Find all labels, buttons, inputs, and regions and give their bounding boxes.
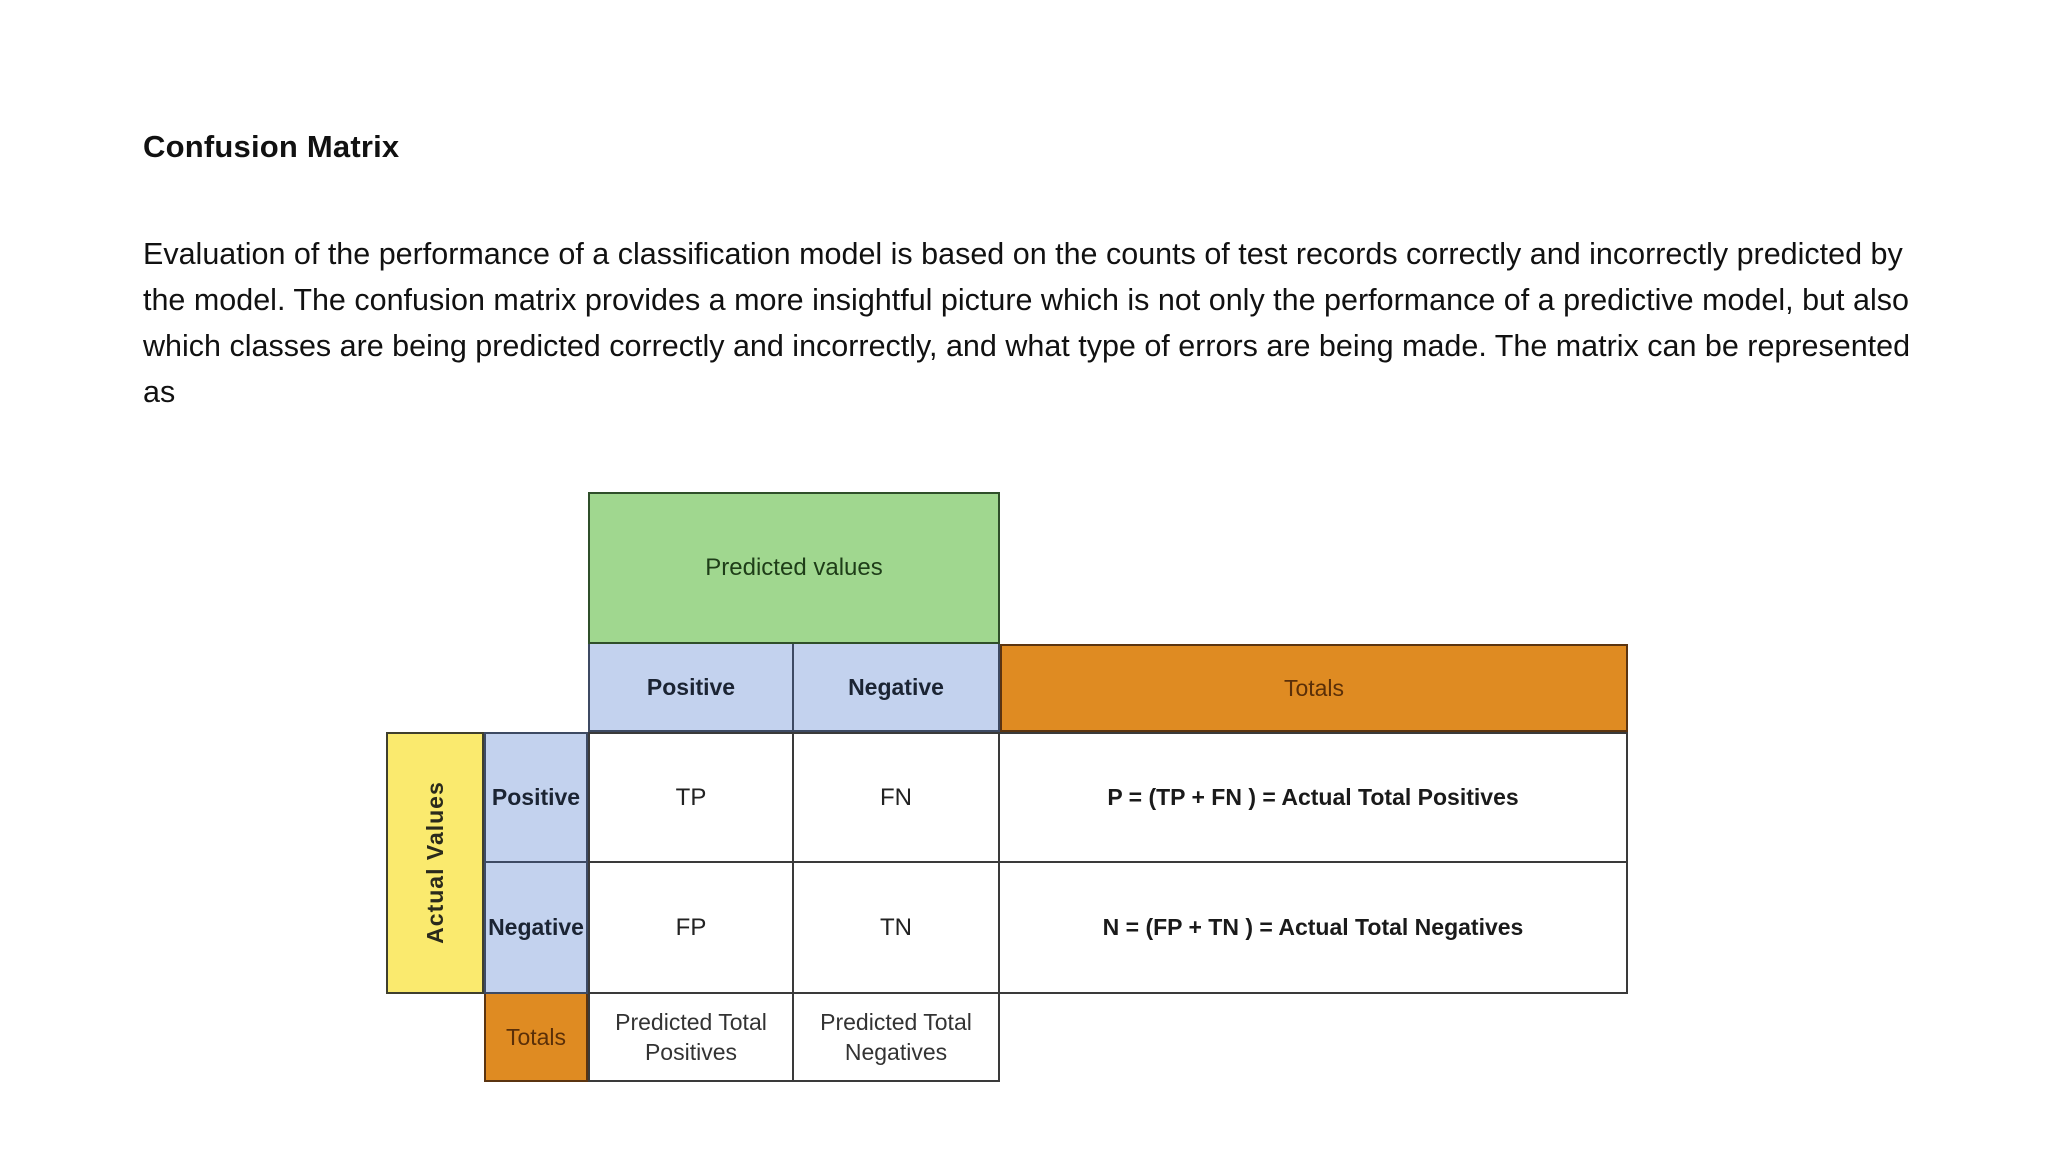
column-header-negative: Negative (794, 644, 1000, 732)
actual-values-banner: Actual Values (386, 732, 484, 994)
column-header-totals: Totals (1000, 644, 1628, 732)
body-paragraph: Evaluation of the performance of a class… (143, 236, 1911, 409)
actual-values-label: Actual Values (421, 781, 448, 945)
cell-true-positive: TP (588, 732, 794, 863)
cell-true-negative: TN (794, 863, 1000, 994)
row-header-negative: Negative (484, 863, 588, 994)
cell-actual-total-negatives-formula: N = (FP + TN ) = Actual Total Negatives (1000, 863, 1628, 994)
row-header-positive: Positive (484, 732, 588, 863)
cell-false-negative: FN (794, 732, 1000, 863)
cell-false-positive: FP (588, 863, 794, 994)
cell-actual-total-positives-formula: P = (TP + FN ) = Actual Total Positives (1000, 732, 1628, 863)
cell-predicted-total-negatives: Predicted Total Negatives (794, 994, 1000, 1082)
cell-predicted-total-positives: Predicted Total Positives (588, 994, 794, 1082)
column-header-positive: Positive (588, 644, 794, 732)
predicted-values-banner: Predicted values (588, 492, 1000, 644)
page-title: Confusion Matrix (143, 128, 400, 164)
row-header-totals: Totals (484, 994, 588, 1082)
confusion-matrix-diagram: Predicted values Positive Negative Total… (386, 492, 1628, 1082)
